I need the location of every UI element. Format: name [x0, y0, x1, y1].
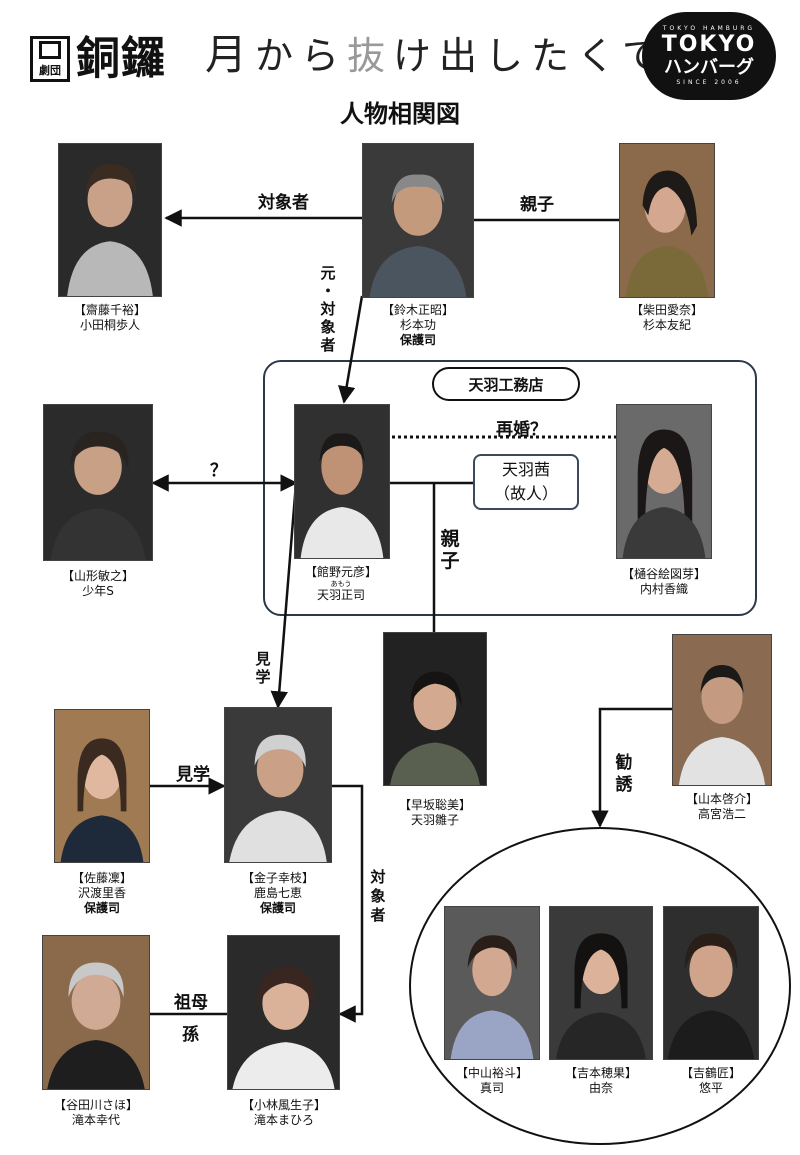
caption-hiuchiya: 【樋谷絵図芽】 内村香織 [621, 567, 706, 596]
photo-sato [54, 709, 150, 863]
group-circle [409, 827, 791, 1145]
photo-suzuki [362, 143, 474, 298]
play-title-moon: 月 [205, 30, 256, 79]
label-parent-child: 親子 [520, 195, 554, 215]
caption-yoshizuru: 【吉鶴匠】 悠平 [680, 1066, 741, 1095]
deceased-name: 天羽茜 [501, 460, 550, 479]
caption-tanigawa: 【谷田川さほ】 滝本幸代 [53, 1098, 138, 1127]
photo-yoshimoto [549, 906, 653, 1060]
photo-tanigawa [42, 935, 150, 1090]
photo-kobayashi [227, 935, 340, 1090]
troupe-small-label: 劇団 [39, 64, 61, 77]
label-recruit-v: 勧 誘 [615, 753, 633, 795]
caption-hayasaka: 【早坂聡美】 天羽雛子 [398, 798, 471, 827]
page-subtitle: 人物相関図 [340, 100, 460, 128]
caption-kaneko: 【金子幸枝】 鹿島七恵 保護司 [241, 871, 314, 915]
photo-yamagata [43, 404, 153, 561]
label-grandmother: 祖母 [174, 993, 208, 1013]
play-title-part1: から [255, 34, 348, 78]
label-visit: 見学 [176, 765, 210, 785]
caption-tateno: 【館野元彦】 あもう 天羽正司 [304, 565, 377, 602]
label-former-subject: 元 ・ 対 象 者 [320, 264, 336, 354]
caption-saito: 【齋藤千裕】 小田桐歩人 [73, 303, 146, 332]
tokyo-logo-bottom: SINCE 2006 [676, 79, 742, 86]
label-visit-v: 見 学 [255, 650, 271, 686]
troupe-name: 銅鑼 [76, 33, 166, 84]
label-grandchild: 孫 [182, 1025, 199, 1045]
label-remarriage: 再婚？ [496, 420, 547, 440]
play-title: 月から抜け出したくて [205, 30, 668, 81]
photo-yoshizuru [663, 906, 759, 1060]
photo-hiuchiya [616, 404, 712, 559]
line-tateno-kaneko [270, 482, 298, 709]
caption-yamagata: 【山形敏之】 少年S [61, 569, 134, 598]
line-suzuki-tateno [338, 295, 364, 404]
tokyo-logo-top: TOKYO HAMBURG [662, 25, 756, 32]
caption-yoshimoto: 【吉本穂果】 由奈 [564, 1066, 637, 1095]
label-subject: 対象者 [258, 193, 309, 213]
troupe-mark-icon: 劇団 [30, 36, 70, 82]
photo-kaneko [224, 707, 332, 863]
tokyo-logo-line2: ハンバーグ [664, 57, 754, 78]
caption-suzuki: 【鈴木正昭】 杉本功 保護司 [381, 303, 454, 347]
photo-yamamoto [672, 634, 772, 786]
caption-yamamoto: 【山本啓介】 高宮浩二 [685, 792, 758, 821]
company-name-badge: 天羽工務店 [432, 367, 580, 401]
play-title-part3: け出したくて [393, 34, 668, 78]
label-parent-child-v: 親 子 [440, 528, 460, 572]
line-yamamoto-circle [591, 707, 672, 828]
photo-nakayama [444, 906, 540, 1060]
photo-saito [58, 143, 162, 297]
label-question: ？ [210, 461, 227, 481]
tokyo-hamburg-logo: TOKYO HAMBURG TOKYO ハンバーグ SINCE 2006 [642, 12, 776, 100]
line-kaneko-kobayashi [332, 784, 364, 1023]
tokyo-logo-line1: TOKYO [661, 32, 757, 57]
deceased-box: 天羽茜 （故人） [473, 454, 579, 510]
photo-shibata [619, 143, 715, 298]
caption-sato: 【佐藤凜】 沢渡里香 保護司 [71, 871, 132, 915]
deceased-note: （故人） [493, 484, 558, 503]
troupe-logo: 劇団 銅鑼 [30, 36, 166, 82]
play-title-part2: 抜 [347, 34, 394, 78]
caption-shibata: 【柴田愛奈】 杉本友紀 [630, 303, 703, 332]
caption-kobayashi: 【小林風生子】 滝本まひろ [241, 1098, 326, 1127]
label-subject-v: 対 象 者 [370, 868, 386, 924]
caption-nakayama: 【中山裕斗】 真司 [455, 1066, 528, 1095]
photo-hayasaka [383, 632, 487, 786]
photo-tateno [294, 404, 390, 559]
